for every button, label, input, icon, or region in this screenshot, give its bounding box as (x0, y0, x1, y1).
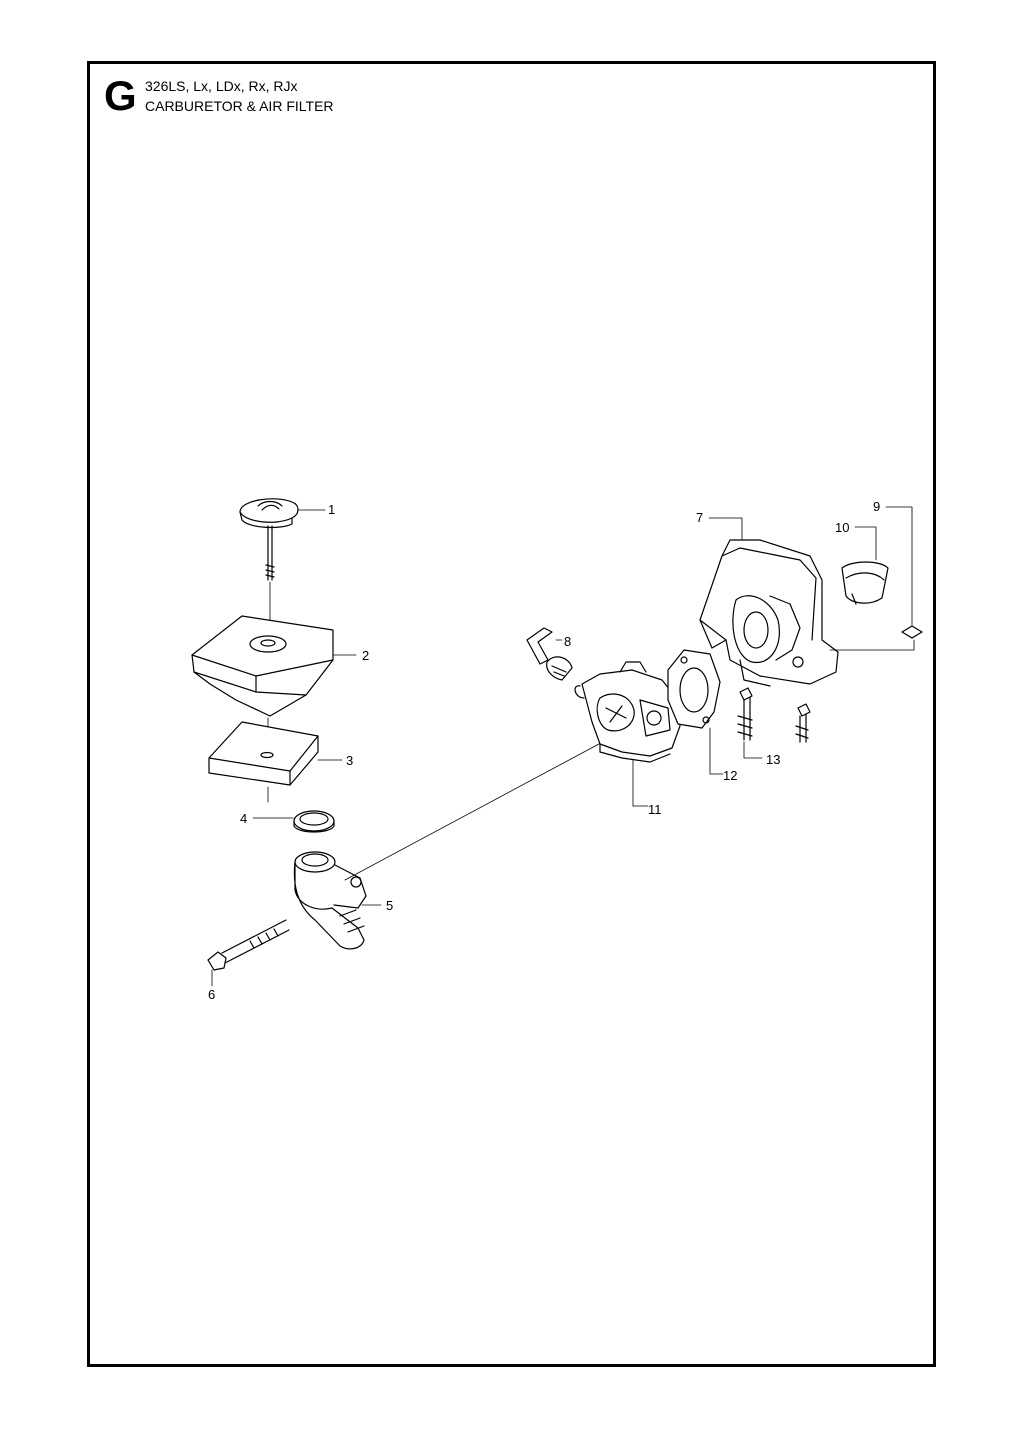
callout-11: 11 (648, 802, 662, 817)
part-6-bolt (207, 919, 290, 971)
callout-7: 7 (696, 510, 703, 525)
part-13-screws (737, 687, 811, 743)
callout-3: 3 (346, 753, 353, 768)
callout-12: 12 (723, 768, 737, 783)
callout-4: 4 (240, 811, 247, 826)
part-10-sleeve (841, 561, 889, 605)
callout-5: 5 (386, 898, 393, 913)
part-4-seal-ring (293, 810, 335, 833)
model-list: 326LS, Lx, LDx, Rx, RJx (145, 78, 298, 94)
page-frame (87, 61, 936, 1367)
diagram-title: CARBURETOR & AIR FILTER (145, 98, 334, 114)
callout-8: 8 (564, 634, 571, 649)
part-9-square-nut (901, 625, 923, 639)
callout-labels: 1 2 3 4 5 6 7 8 9 10 11 12 13 (208, 499, 880, 1002)
part-11-carburetor (574, 661, 681, 763)
callout-2: 2 (362, 648, 369, 663)
callout-9: 9 (873, 499, 880, 514)
callout-6: 6 (208, 987, 215, 1002)
part-2-filter-cover (191, 615, 334, 717)
callout-1: 1 (328, 502, 335, 517)
part-7-bracket-housing (699, 539, 839, 687)
part-5-intake-elbow (293, 851, 367, 950)
part-12-gasket (667, 649, 721, 729)
section-letter: G (104, 72, 137, 119)
part-1-knob (239, 498, 299, 581)
part-8-choke-lever (526, 627, 573, 681)
callout-13: 13 (766, 752, 780, 767)
callout-10: 10 (835, 520, 849, 535)
part-3-filter (208, 721, 319, 786)
